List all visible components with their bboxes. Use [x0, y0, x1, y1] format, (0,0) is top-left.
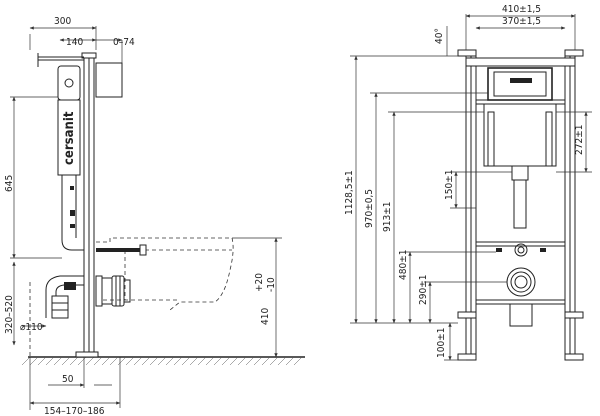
dim-970: 970±0,5 — [364, 189, 375, 228]
floor-hatch-line — [117, 356, 127, 366]
floor-hatch-line — [125, 356, 135, 366]
dim-pipe-diameter: ⌀110 — [20, 322, 43, 333]
floor-hatch-line — [21, 356, 31, 366]
floor-hatch-line — [189, 356, 199, 366]
dim-645: 645 — [4, 175, 15, 192]
floor-hatch-line — [221, 356, 231, 366]
floor-hatch-line — [269, 356, 279, 366]
floor-hatch-line — [253, 356, 263, 366]
dim-plus-20: +20 — [254, 273, 265, 292]
front-dimensions: 410±1,5 370±1,5 40° 1128,5±1 970±0,5 913… — [344, 4, 592, 361]
floor-hatching — [21, 356, 305, 366]
fixing-bolt — [96, 244, 147, 256]
floor-hatch-line — [197, 356, 207, 366]
side-dimensions: 300 140 0–74 645 320–520 ⌀110 410 — [4, 16, 282, 416]
dim-150: 150±1 — [444, 170, 455, 200]
dim-50: 50 — [62, 374, 74, 385]
drain-elbow — [45, 275, 84, 319]
brand-label: cersanit — [62, 111, 77, 165]
floor-hatch-line — [53, 356, 63, 366]
floor-hatch-line — [93, 356, 103, 366]
flush-unit — [37, 53, 123, 101]
dim-290: 290±1 — [418, 275, 429, 305]
dim-40-deg: 40° — [434, 28, 445, 44]
dim-320-520: 320–520 — [4, 295, 15, 334]
floor-hatch-line — [285, 356, 295, 366]
dim-370-1-5: 370±1,5 — [502, 16, 541, 27]
dim-410-1-5: 410±1,5 — [502, 4, 541, 15]
side-view: cersanit — [4, 16, 305, 416]
floor-hatch-line — [261, 356, 271, 366]
dim-410: 410 — [260, 308, 271, 325]
floor-hatch-line — [37, 356, 47, 366]
floor-hatch-line — [181, 356, 191, 366]
dim-140: 140 — [66, 37, 83, 48]
floor-hatch-line — [293, 356, 303, 366]
floor-hatch-line — [109, 356, 119, 366]
floor-hatch-line — [149, 356, 159, 366]
cistern-tank — [57, 99, 84, 251]
floor-hatch-line — [69, 356, 79, 366]
dim-0-74: 0–74 — [113, 37, 135, 48]
floor-hatch-line — [213, 356, 223, 366]
floor-hatch-line — [133, 356, 143, 366]
floor-hatch-line — [165, 356, 175, 366]
floor-hatch-line — [277, 356, 287, 366]
floor-hatch-line — [173, 356, 183, 366]
floor-hatch-line — [85, 356, 95, 366]
floor-hatch-line — [229, 356, 239, 366]
dim-100: 100±1 — [436, 328, 447, 358]
floor-hatch-line — [101, 356, 111, 366]
floor-hatch-line — [45, 356, 55, 366]
floor-hatch-line — [29, 356, 39, 366]
floor-hatch-line — [61, 356, 71, 366]
floor-hatch-line — [77, 356, 87, 366]
cistern-front — [483, 103, 557, 229]
floor-hatch-line — [157, 356, 167, 366]
dim-272: 272±1 — [574, 125, 585, 155]
floor-hatch-line — [141, 356, 151, 366]
dim-480: 480±1 — [398, 250, 409, 280]
flush-plate — [487, 67, 553, 101]
pan-connection — [496, 243, 546, 327]
dim-154-170-186: 154–170–186 — [44, 406, 105, 416]
floor-hatch-line — [205, 356, 215, 366]
outlet-connector — [95, 275, 131, 307]
frame-side — [75, 52, 99, 358]
floor-hatch-line — [237, 356, 247, 366]
floor-hatch-line — [245, 356, 255, 366]
dim-minus-10: -10 — [266, 277, 277, 292]
dim-913: 913±1 — [382, 202, 393, 232]
front-view: 410±1,5 370±1,5 40° 1128,5±1 970±0,5 913… — [344, 4, 592, 361]
dim-1128-5: 1128,5±1 — [344, 170, 355, 215]
dim-300: 300 — [54, 16, 71, 27]
